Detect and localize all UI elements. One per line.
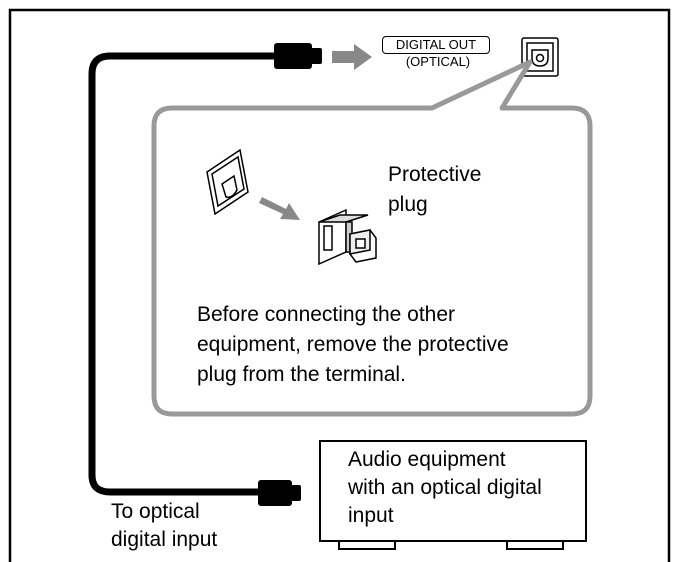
outer-border — [8, 8, 671, 562]
optical-cable — [88, 52, 276, 496]
cable-label-line: To optical — [111, 500, 200, 523]
device-label-line: with an optical digital — [348, 476, 542, 499]
cable-plug-top — [274, 43, 322, 69]
audio-equipment-box — [319, 440, 587, 550]
device-label-line: input — [348, 504, 394, 527]
instruction-line: equipment, remove the protective — [197, 333, 509, 356]
protective-plug-label: Protective plug — [388, 160, 518, 220]
optical-terminal-icon — [521, 37, 559, 77]
insert-arrow — [332, 44, 372, 70]
instruction-line: Before connecting the other — [197, 303, 456, 326]
protective-plug-icon — [318, 208, 377, 266]
plug-label-line: plug — [388, 193, 428, 216]
cable-plug-bottom — [258, 480, 301, 506]
plug-label-line: Protective — [388, 163, 482, 186]
cable-destination-label: To optical digital input — [111, 498, 251, 554]
audio-equipment-label: Audio equipment with an optical digital … — [348, 446, 588, 530]
device-label-line: Audio equipment — [348, 448, 506, 471]
cable-label-line: digital input — [111, 528, 218, 551]
remove-arrow — [259, 197, 300, 220]
terminal-perspective-icon — [206, 148, 249, 216]
instruction-text: Before connecting the other equipment, r… — [197, 300, 577, 390]
instruction-line: plug from the terminal. — [197, 363, 406, 386]
optical-sublabel: (OPTICAL) — [405, 54, 471, 69]
digital-out-label: DIGITAL OUT — [382, 36, 490, 54]
